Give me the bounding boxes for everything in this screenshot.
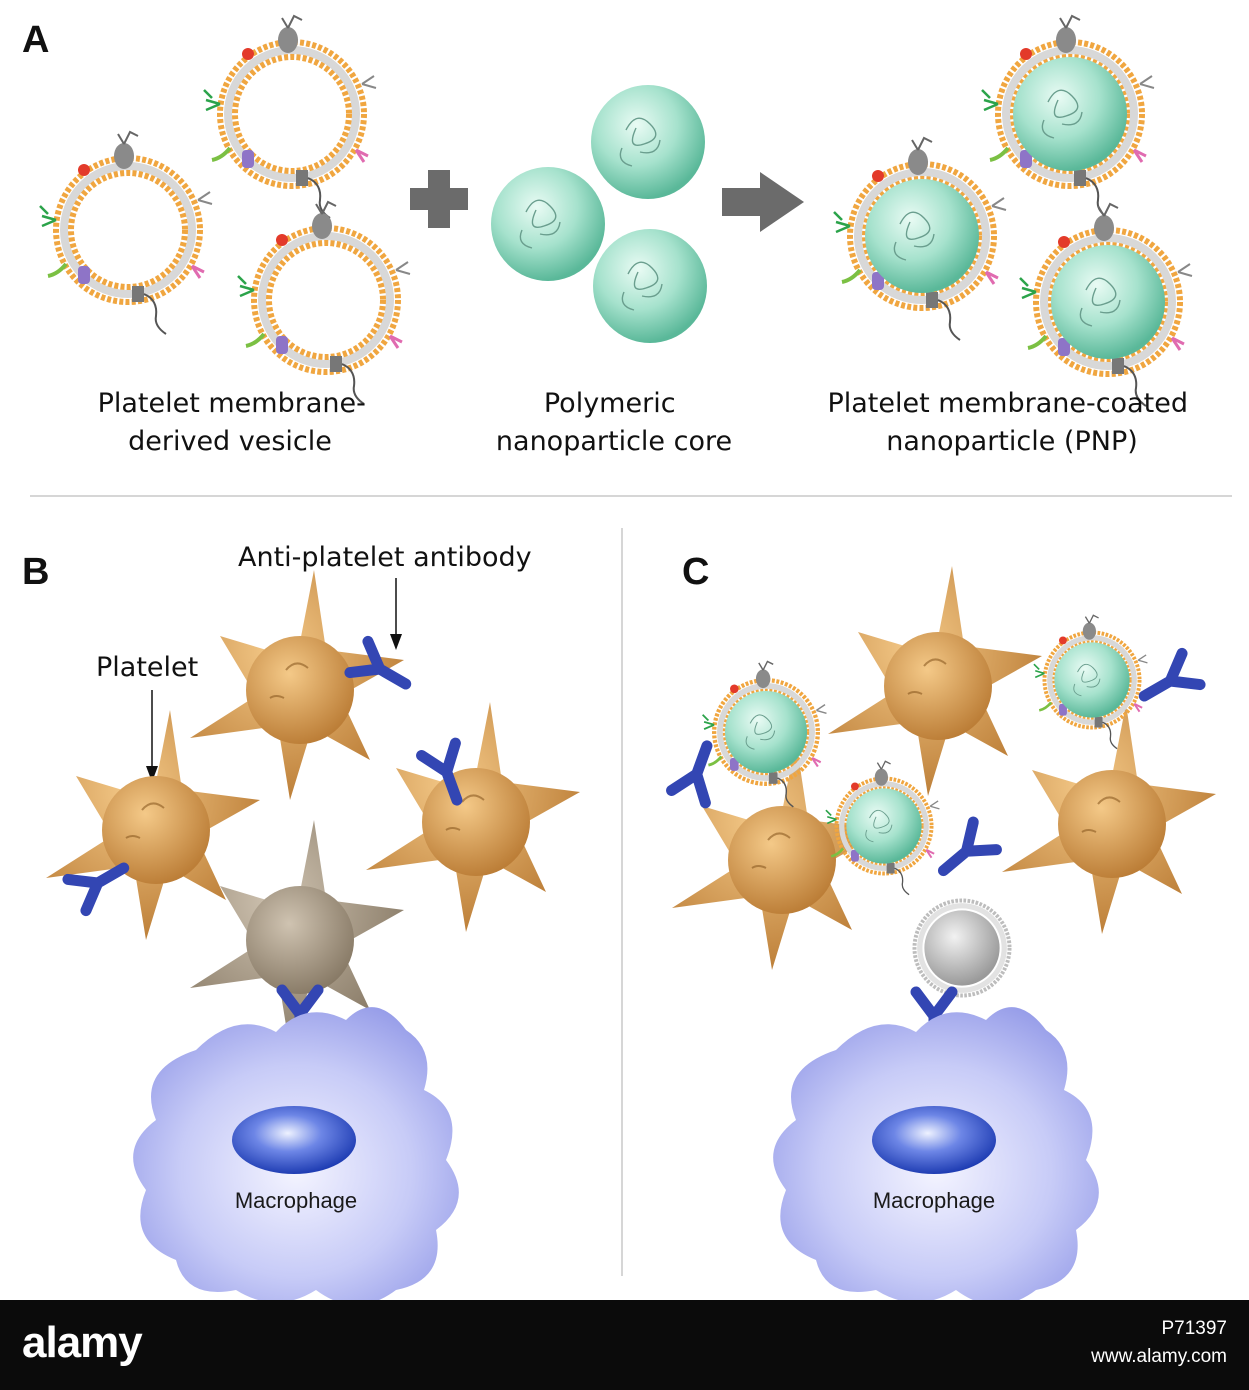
caption-vesicle: Platelet membrane- derived vesicle xyxy=(98,388,375,457)
panel-label-b: B xyxy=(22,551,49,593)
image-id: P71397 xyxy=(1161,1318,1227,1339)
pnp-c2 xyxy=(1034,615,1148,748)
caption-vesicle-line2: derived vesicle xyxy=(128,426,332,457)
caption-pnp: Platelet membrane-coated nanoparticle (P… xyxy=(827,388,1196,457)
stock-footer-bar: alamy P71397 www.alamy.com xyxy=(0,1300,1249,1390)
pnp-c-engulfed xyxy=(912,898,1012,998)
figure-canvas: A Platelet membrane- derived vesicle Pol… xyxy=(22,0,1232,1300)
label-platelet: Platelet xyxy=(96,652,198,683)
platelet-c1 xyxy=(827,565,1043,797)
panel-label-c: C xyxy=(682,551,709,593)
platelet-c3 xyxy=(1001,703,1217,935)
caption-core-line1: Polymeric xyxy=(544,388,676,419)
macrophage-b xyxy=(133,1007,459,1300)
caption-core: Polymeric nanoparticle core xyxy=(496,388,732,457)
platelet-b2 xyxy=(45,709,261,941)
nanoparticle-core-illustration xyxy=(490,84,708,344)
caption-pnp-line1: Platelet membrane-coated xyxy=(827,388,1188,419)
vesicle-illustration xyxy=(40,16,410,404)
caption-core-line2: nanoparticle core xyxy=(496,426,732,457)
antibody-b1 xyxy=(350,641,415,699)
pnp-illustration xyxy=(834,16,1192,406)
caption-vesicle-line1: Platelet membrane- xyxy=(98,388,366,419)
platelet-b1 xyxy=(189,569,405,801)
site-url: www.alamy.com xyxy=(1091,1346,1227,1367)
panel-label-a: A xyxy=(22,19,49,61)
label-macrophage-b: Macrophage xyxy=(235,1188,357,1213)
plus-icon xyxy=(410,170,468,228)
pnp-c1 xyxy=(703,661,827,806)
label-anti-platelet-antibody: Anti-platelet antibody xyxy=(238,542,532,573)
alamy-logo: alamy xyxy=(22,1318,143,1367)
label-macrophage-c: Macrophage xyxy=(873,1188,995,1213)
antibody-c3 xyxy=(932,822,997,884)
pnp-c3 xyxy=(826,761,940,894)
platelet-b3 xyxy=(365,701,581,933)
macrophage-c xyxy=(773,1007,1099,1300)
caption-pnp-line2: nanoparticle (PNP) xyxy=(886,426,1138,457)
right-arrow-icon xyxy=(722,172,804,232)
